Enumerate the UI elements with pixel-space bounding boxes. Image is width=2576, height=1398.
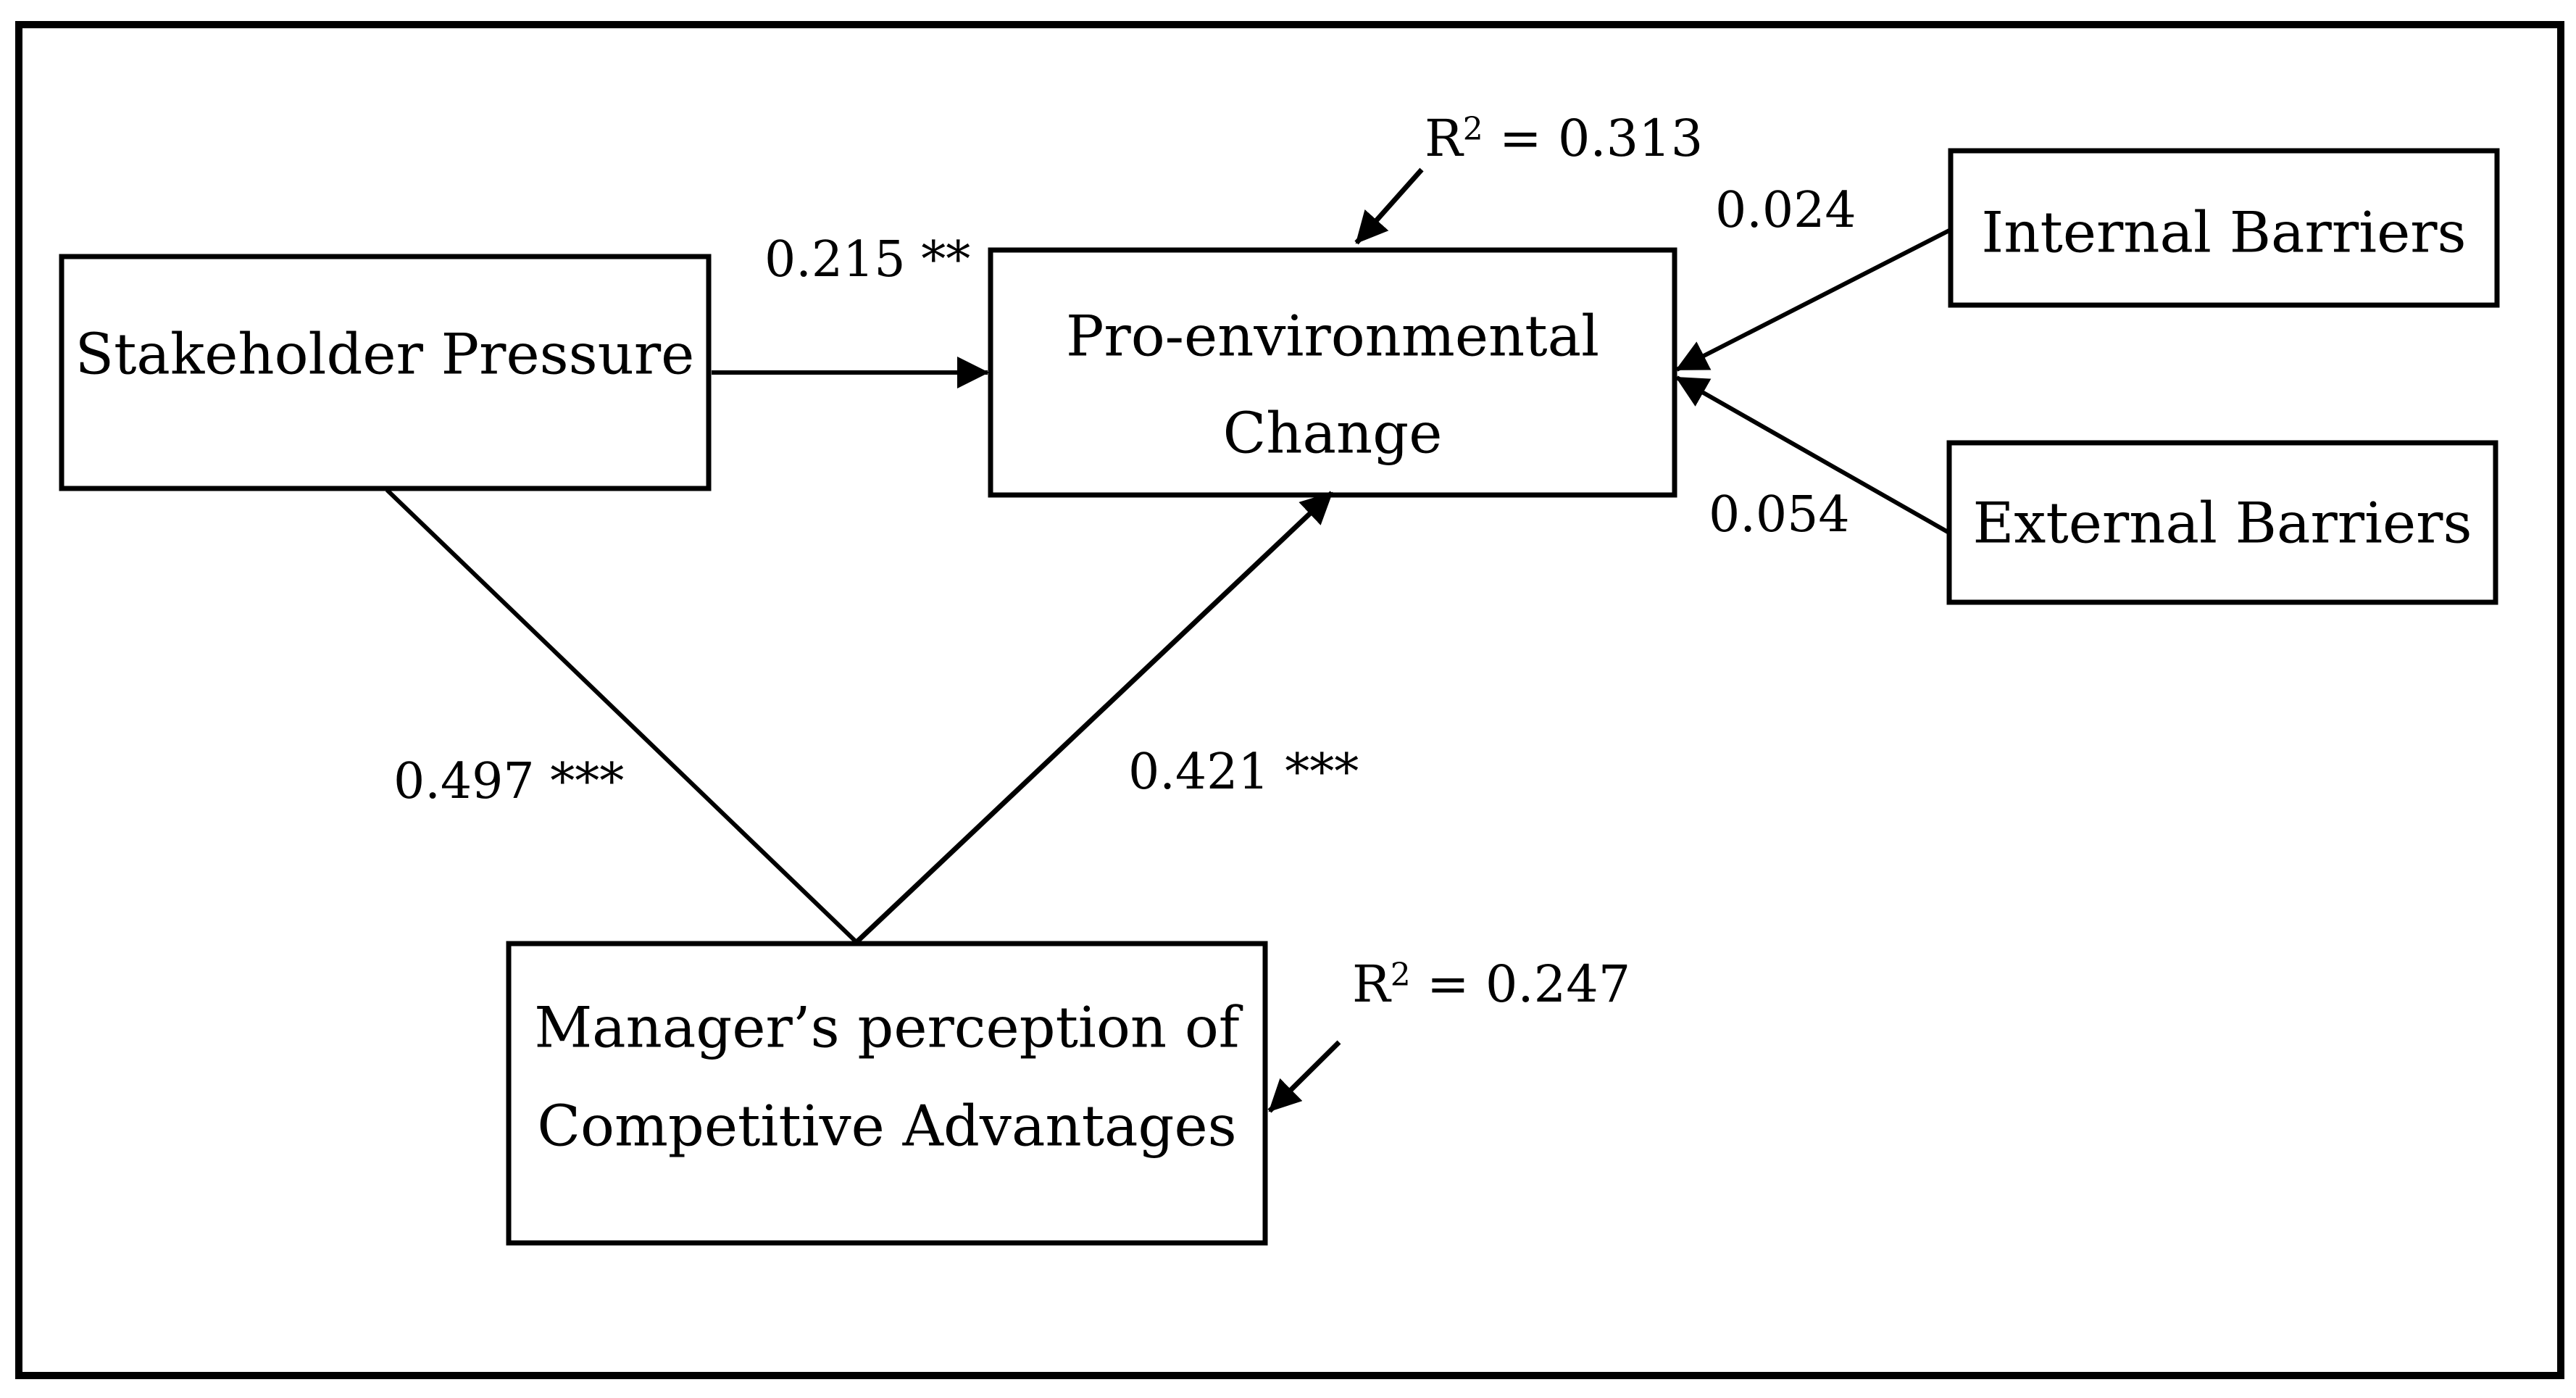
pro-environmental-change-label-line2: Change [1223,401,1443,467]
r2-label-manager: R2 = 0.247 [1352,954,1630,1014]
coef-external-to-proenv: 0.054 [1709,486,1850,544]
path-internal-to-proenv [1675,228,1951,372]
coef-manager-to-proenv: 0.421 *** [1128,744,1359,801]
r2-arrow-proenv [1354,167,1424,245]
r2-proenv-sup: 2 [1463,111,1483,148]
r2-proenv-value: = 0.313 [1483,109,1704,168]
r2-proenv-symbol: R [1425,109,1464,168]
node-manager-perception: Manager’s perception of Competitive Adva… [506,941,1268,1246]
coef-stakeholder-to-proenv: 0.215 ** [764,231,970,288]
node-external-barriers: External Barriers [1946,440,2498,605]
manager-perception-box [506,941,1268,1246]
path-stakeholder-to-manager [385,488,859,944]
node-stakeholder-pressure: Stakeholder Pressure [59,254,712,491]
manager-perception-label-line1: Manager’s perception of [534,996,1243,1061]
r2-manager-value: = 0.247 [1411,954,1631,1014]
r2-arrow-manager [1267,1040,1341,1113]
coef-internal-to-proenv: 0.024 [1715,182,1856,239]
node-pro-environmental-change: Pro-environmental Change [988,247,1677,498]
r2-manager-sup: 2 [1391,957,1411,994]
r2-label-proenv: R2 = 0.313 [1425,109,1703,168]
outer-border [15,21,2564,1379]
internal-barriers-box [1948,148,2500,308]
external-barriers-box [1946,440,2498,605]
internal-barriers-label: Internal Barriers [1981,201,2466,266]
external-barriers-label: External Barriers [1972,491,2472,557]
stakeholder-pressure-box [59,254,712,491]
node-internal-barriers: Internal Barriers [1948,148,2500,308]
manager-perception-label-line2: Competitive Advantages [537,1094,1236,1160]
r2-manager-symbol: R [1352,954,1392,1014]
path-manager-to-proenv [854,491,1334,944]
path-external-to-proenv [1675,375,1949,534]
stakeholder-pressure-label: Stakeholder Pressure [75,323,695,388]
pro-environmental-change-box [988,247,1677,498]
pro-environmental-change-label-line1: Pro-environmental [1066,304,1599,370]
coef-stakeholder-to-manager: 0.497 *** [393,753,624,810]
